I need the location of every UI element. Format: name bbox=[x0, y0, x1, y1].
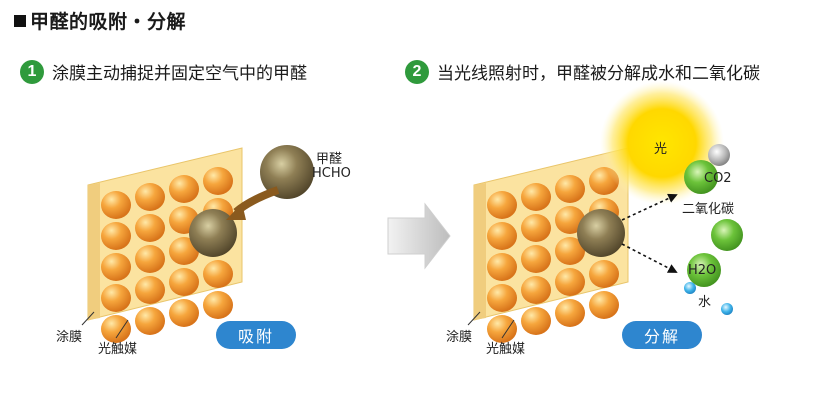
coating-label-left: 涂膜 bbox=[56, 330, 83, 345]
catalyst-ball bbox=[521, 183, 551, 211]
catalyst-ball bbox=[487, 284, 517, 312]
catalyst-ball bbox=[135, 214, 165, 242]
decomposing-formaldehyde-molecule bbox=[577, 209, 625, 257]
water-label: 水 bbox=[698, 295, 712, 310]
green-molecule bbox=[711, 219, 743, 251]
step-1: 1 涂膜主动捕捉并固定空气中的甲醛 bbox=[20, 59, 307, 84]
catalyst-ball bbox=[101, 315, 131, 343]
catalyst-ball bbox=[169, 175, 199, 203]
h2o-hydrogen-sphere bbox=[684, 282, 696, 294]
catalyst-ball bbox=[101, 253, 131, 281]
catalyst-ball bbox=[135, 276, 165, 304]
captured-formaldehyde-molecule bbox=[189, 209, 237, 257]
catalyst-ball bbox=[521, 276, 551, 304]
co2-name-label: 二氧化碳 bbox=[682, 202, 735, 217]
co2-label: CO2 bbox=[704, 171, 732, 186]
water-droplet bbox=[721, 303, 733, 315]
catalyst-ball bbox=[135, 307, 165, 335]
catalyst-ball bbox=[521, 245, 551, 273]
catalyst-ball bbox=[203, 291, 233, 319]
light-label: 光 bbox=[654, 142, 668, 157]
step-1-text: 涂膜主动捕捉并固定空气中的甲醛 bbox=[52, 64, 307, 84]
catalyst-ball bbox=[135, 245, 165, 273]
coating-label-right: 涂膜 bbox=[446, 330, 473, 345]
catalyst-ball bbox=[135, 183, 165, 211]
square-bullet-icon bbox=[14, 15, 26, 27]
co2-oxygen-sphere bbox=[708, 144, 730, 166]
catalyst-ball bbox=[555, 299, 585, 327]
process-arrow-icon bbox=[387, 202, 451, 270]
catalyst-label-right: 光触媒 bbox=[486, 342, 526, 357]
catalyst-ball bbox=[589, 260, 619, 288]
catalyst-ball bbox=[487, 253, 517, 281]
title-text: 甲醛的吸附・分解 bbox=[30, 11, 187, 33]
formaldehyde-molecule bbox=[260, 145, 314, 199]
h2o-label: H2O bbox=[688, 263, 717, 278]
catalyst-ball bbox=[555, 175, 585, 203]
to-co2-arrow bbox=[621, 193, 678, 221]
catalyst-leader-right bbox=[501, 319, 515, 339]
catalyst-ball bbox=[487, 315, 517, 343]
coating-leader-left bbox=[81, 311, 95, 326]
catalyst-ball bbox=[203, 260, 233, 288]
step-1-number: 1 bbox=[20, 59, 44, 84]
catalyst-ball bbox=[101, 284, 131, 312]
step-2-number: 2 bbox=[405, 59, 429, 84]
catalyst-ball bbox=[169, 237, 199, 265]
absorb-arrow-head bbox=[226, 203, 246, 220]
catalyst-ball bbox=[169, 268, 199, 296]
catalyst-label-left: 光触媒 bbox=[98, 342, 138, 357]
catalyst-ball bbox=[555, 206, 585, 234]
catalyst-ball bbox=[101, 191, 131, 219]
hcho-label: HCHO bbox=[312, 166, 351, 181]
coating-leader-right bbox=[467, 311, 481, 326]
catalyst-ball bbox=[487, 222, 517, 250]
step-2: 2 当光线照射时，甲醛被分解成水和二氧化碳 bbox=[405, 59, 760, 84]
formaldehyde-label: 甲醛 bbox=[316, 152, 343, 167]
catalyst-ball bbox=[555, 268, 585, 296]
catalyst-leader-left bbox=[115, 319, 129, 339]
catalyst-ball bbox=[203, 167, 233, 195]
catalyst-ball bbox=[521, 214, 551, 242]
catalyst-ball bbox=[169, 299, 199, 327]
decomposition-badge: 分解 bbox=[622, 321, 702, 349]
catalyst-ball bbox=[487, 191, 517, 219]
catalyst-ball bbox=[555, 237, 585, 265]
co2-carbon-sphere bbox=[684, 160, 718, 194]
catalyst-balls-right bbox=[487, 167, 619, 343]
page-title: 甲醛的吸附・分解 bbox=[14, 7, 186, 34]
catalyst-ball bbox=[521, 307, 551, 335]
step-2-text: 当光线照射时，甲醛被分解成水和二氧化碳 bbox=[437, 64, 760, 84]
h2o-sphere bbox=[687, 253, 721, 287]
adsorption-badge: 吸附 bbox=[216, 321, 296, 349]
catalyst-ball bbox=[101, 222, 131, 250]
to-h2o-arrow bbox=[621, 243, 678, 273]
catalyst-ball bbox=[589, 291, 619, 319]
